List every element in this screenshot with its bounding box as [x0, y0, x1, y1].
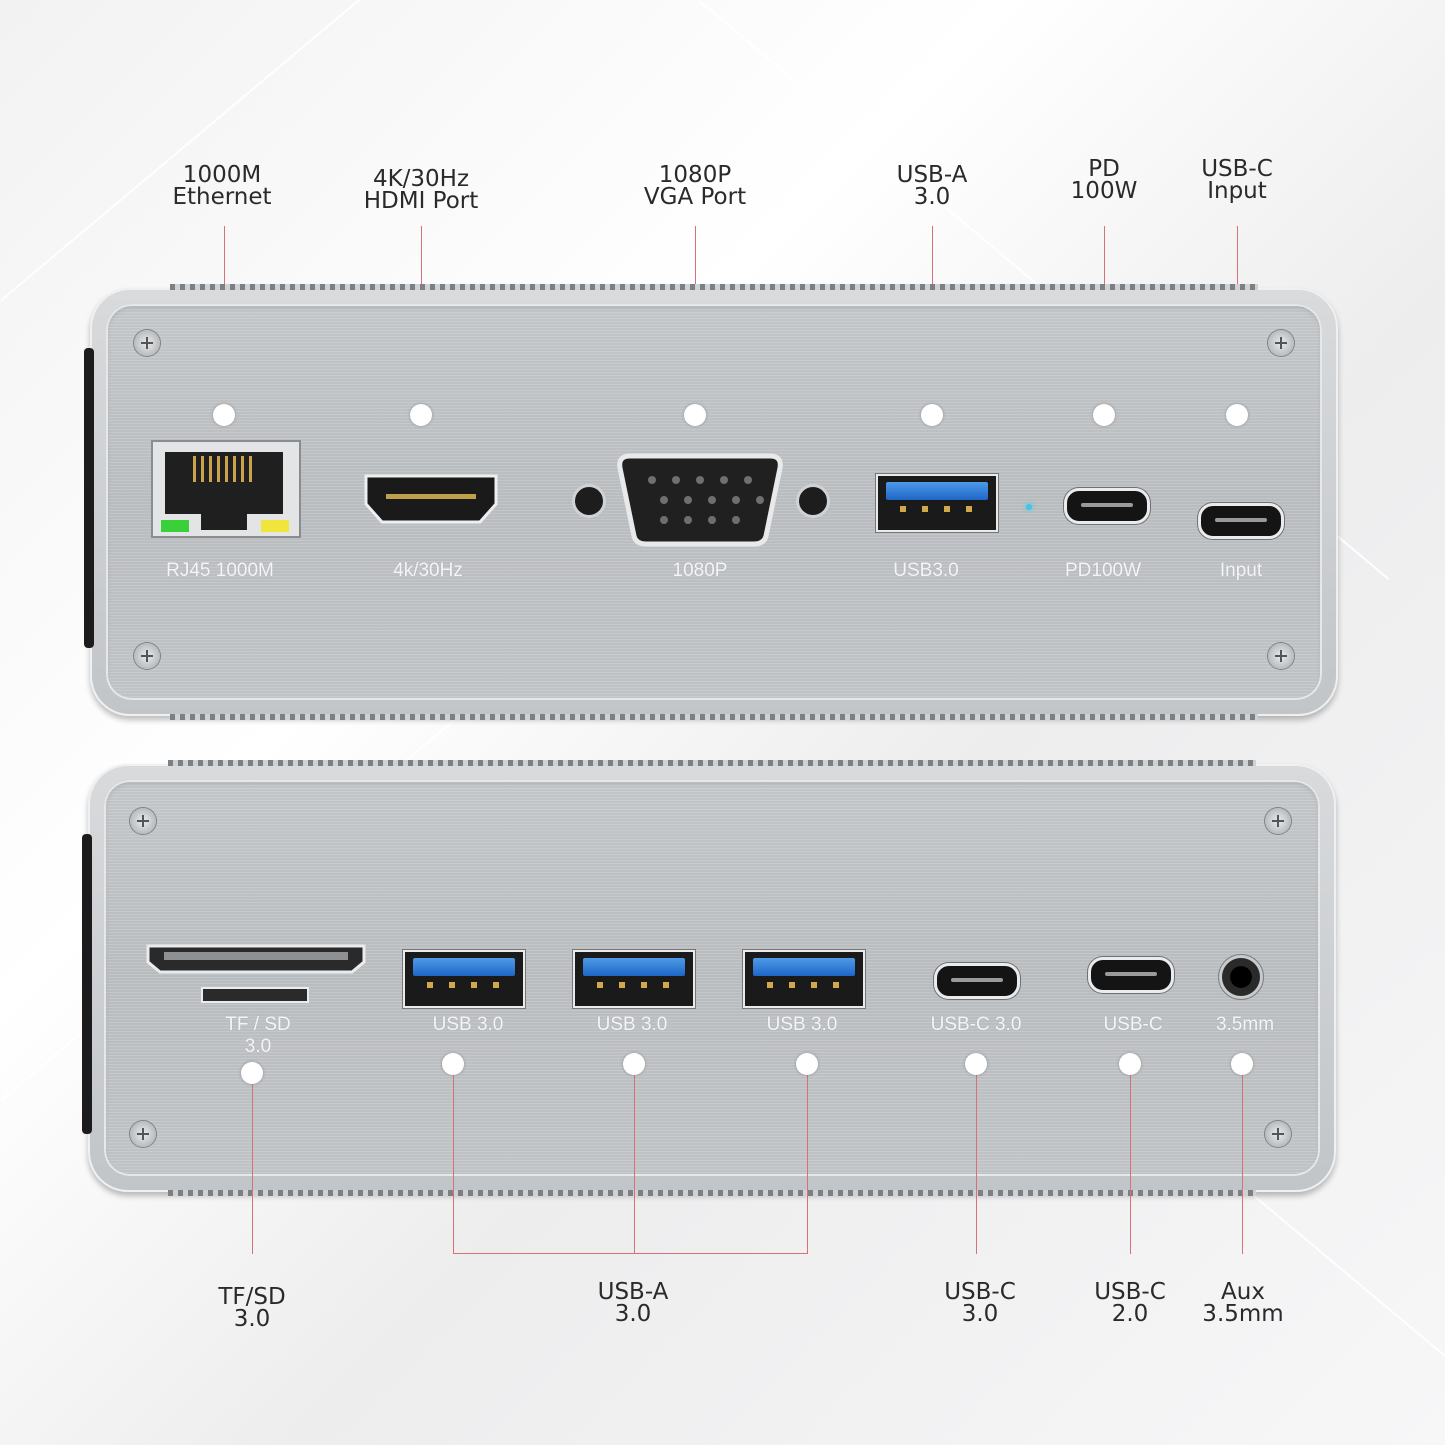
- dock-front-panel: RJ45 1000M 4k/30Hz 1080P USB3.0 PD100W I…: [84, 284, 1338, 720]
- vga-port-icon: [617, 453, 783, 547]
- vent: [168, 1190, 1256, 1196]
- vent: [170, 714, 1258, 720]
- side-edge: [84, 348, 94, 648]
- usb-c-port-icon: [1198, 503, 1284, 539]
- callout-line: [807, 1074, 808, 1254]
- sd-card-slot-icon: [146, 944, 366, 1003]
- callout-dot: [410, 404, 432, 426]
- callout-line: [453, 1074, 454, 1254]
- panel-label-usb3: USB3.0: [893, 560, 959, 581]
- callout-dot: [1093, 404, 1115, 426]
- screw-icon: [1265, 1121, 1291, 1147]
- callout-line: [1130, 1074, 1131, 1254]
- ethernet-port-icon: [151, 440, 301, 538]
- usb-c-port-icon: [934, 963, 1020, 999]
- callout-dot: [241, 1062, 263, 1084]
- usb-a-port-icon: [403, 950, 525, 1008]
- panel-label-rj45: RJ45 1000M: [166, 560, 274, 581]
- callout-dot: [796, 1053, 818, 1075]
- panel-label-usb3-3: USB 3.0: [766, 1014, 838, 1035]
- usb-c-port-icon: [1064, 488, 1150, 524]
- vga-screw-left: [572, 484, 606, 518]
- panel-label-pd: PD100W: [1064, 560, 1142, 581]
- screw-icon: [134, 643, 160, 669]
- callout-bracket: [453, 1253, 808, 1254]
- panel-label-usb3-1: USB 3.0: [432, 1014, 504, 1035]
- callout-dot: [623, 1053, 645, 1075]
- panel-label-usbc: USB-C: [1103, 1014, 1163, 1035]
- vga-screw-right: [796, 484, 830, 518]
- panel-label-input: Input: [1219, 560, 1263, 581]
- screw-icon: [130, 1121, 156, 1147]
- panel-label-hdmi: 4k/30Hz: [393, 560, 463, 581]
- callout-dot: [213, 404, 235, 426]
- side-edge: [82, 834, 92, 1134]
- usb-a-port-icon: [573, 950, 695, 1008]
- vent: [170, 284, 1258, 290]
- panel-label-usb3-2: USB 3.0: [596, 1014, 668, 1035]
- callout-dot: [442, 1053, 464, 1075]
- audio-jack-icon: [1218, 954, 1264, 1000]
- panel-label-usbc3: USB-C 3.0: [930, 1014, 1022, 1035]
- callout-line: [976, 1074, 977, 1254]
- usb-a-port-icon: [743, 950, 865, 1008]
- screw-icon: [134, 330, 160, 356]
- screw-icon: [130, 808, 156, 834]
- callout-dot: [965, 1053, 987, 1075]
- screw-icon: [1265, 808, 1291, 834]
- usb-c-port-icon: [1088, 957, 1174, 993]
- callout-line: [634, 1074, 635, 1254]
- callout-dot: [921, 404, 943, 426]
- vent: [168, 760, 1256, 766]
- hdmi-port-icon: [364, 474, 498, 524]
- panel-label-vga: 1080P: [672, 560, 728, 581]
- callout-dot: [1119, 1053, 1141, 1075]
- callout-dot: [1231, 1053, 1253, 1075]
- callout-dot: [1226, 404, 1248, 426]
- screw-icon: [1268, 330, 1294, 356]
- status-led: [1026, 504, 1032, 510]
- callout-line: [252, 1074, 253, 1254]
- panel-label-35mm: 3.5mm: [1215, 1014, 1275, 1035]
- usb-a-port-icon: [876, 474, 998, 532]
- callout-line: [1242, 1074, 1243, 1254]
- callout-dot: [684, 404, 706, 426]
- screw-icon: [1268, 643, 1294, 669]
